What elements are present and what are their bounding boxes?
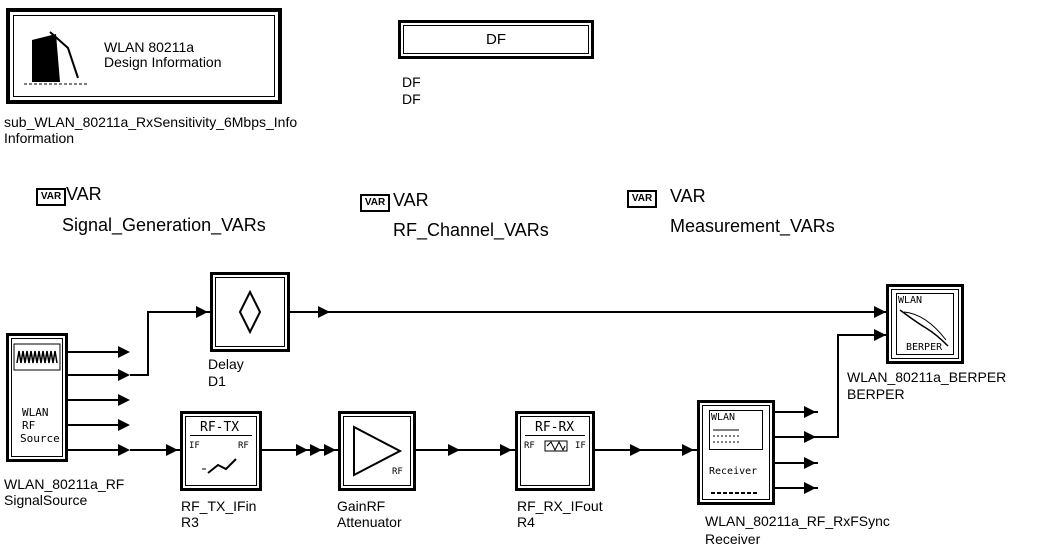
source-name: WLAN_80211a_RF: [4, 476, 125, 492]
info-block-name: sub_WLAN_80211a_RxSensitivity_6Mbps_Info: [4, 114, 298, 130]
source-instance: SignalSource: [4, 492, 88, 508]
waveform-icon: [13, 343, 61, 371]
var-rf-channel-label: VAR: [393, 190, 429, 210]
receiver-detail-icon: [713, 429, 739, 443]
df-name: DF: [402, 74, 421, 90]
receiver-footer-icon: [711, 492, 759, 494]
source-text-2: RF: [22, 419, 36, 432]
var-signal-generation-label: VAR: [66, 184, 102, 204]
berper-inner: WLAN BERPER: [891, 289, 959, 359]
rf-tx-header-line: [190, 435, 252, 436]
gain-inner: RF: [343, 416, 411, 486]
rf-rx-name: RF_RX_IFout: [517, 498, 603, 514]
info-graph-icon: [24, 31, 88, 85]
var-measurement-name: Measurement_VARs: [670, 216, 835, 236]
receiver-inner: WLAN Receiver: [702, 405, 770, 500]
info-title-line1: WLAN 80211a: [104, 39, 195, 55]
rf-tx-header: RF-TX: [200, 420, 240, 435]
rf-rx-header-line: [525, 435, 585, 436]
df-instance: DF: [402, 91, 421, 107]
info-block-instance: Information: [4, 130, 75, 146]
rf-rx-instance: R4: [517, 514, 535, 530]
receiver-name: WLAN_80211a_RF_RxFSync: [705, 513, 890, 529]
info-title-line2: Design Information: [104, 54, 222, 70]
berper-block[interactable]: WLAN BERPER: [886, 284, 964, 364]
rf-rx-block[interactable]: RF-RX RF IF: [515, 411, 595, 491]
upconverter-symbol-icon: [202, 458, 237, 474]
rf-rx-pin-out: IF: [575, 441, 586, 451]
rf-tx-instance: R3: [181, 514, 199, 530]
df-label: DF: [486, 31, 506, 48]
info-block-inner: WLAN 80211a Design Information: [13, 15, 275, 97]
gain-block[interactable]: RF: [338, 411, 416, 491]
receiver-header: WLAN: [711, 412, 736, 423]
info-block[interactable]: WLAN 80211a Design Information: [6, 8, 282, 104]
filter-symbol-icon: [544, 440, 568, 452]
rf-tx-pin-in: IF: [189, 441, 200, 451]
delay-diamond-icon: [238, 289, 262, 335]
rf-tx-name: RF_TX_IFin: [181, 498, 257, 514]
var-measurement-icon[interactable]: VAR: [627, 190, 657, 208]
df-controller-inner: DF: [403, 25, 589, 54]
signal-source-inner: WLAN RF Source: [11, 338, 63, 457]
rf-rx-inner: RF-RX RF IF: [520, 416, 590, 486]
signal-source-block[interactable]: WLAN RF Source: [6, 333, 68, 462]
receiver-block[interactable]: WLAN Receiver: [697, 400, 775, 505]
rf-tx-pin-out: RF: [238, 441, 249, 451]
delay-instance: D1: [208, 373, 226, 389]
var-rf-channel-icon[interactable]: VAR: [360, 194, 390, 212]
gain-pin: RF: [392, 467, 403, 477]
berper-instance: BERPER: [847, 386, 905, 402]
var-rf-channel-name: RF_Channel_VARs: [393, 220, 549, 240]
berper-header: WLAN: [898, 295, 923, 306]
berper-plot-frame: [896, 293, 954, 355]
receiver-detail-box: [709, 410, 763, 450]
receiver-instance: Receiver: [705, 531, 761, 547]
gain-instance: Attenuator: [337, 514, 402, 530]
rf-rx-pin-in: RF: [524, 441, 535, 451]
df-controller[interactable]: DF: [398, 20, 594, 59]
amplifier-triangle-icon: [353, 425, 403, 477]
var-signal-generation-icon[interactable]: VAR: [36, 188, 66, 206]
ber-curve-icon: [899, 309, 949, 347]
var-measurement-label: VAR: [670, 186, 706, 206]
delay-block[interactable]: [210, 272, 290, 352]
berper-name: WLAN_80211a_BERPER: [847, 369, 1007, 385]
var-signal-generation-name: Signal_Generation_VARs: [62, 215, 266, 235]
gain-name: GainRF: [337, 498, 386, 514]
delay-inner: [215, 277, 285, 347]
berper-footer: BERPER: [906, 342, 943, 353]
delay-name: Delay: [208, 356, 244, 372]
rf-tx-block[interactable]: RF-TX IF RF: [180, 411, 262, 491]
rf-rx-header: RF-RX: [535, 420, 575, 435]
receiver-label: Receiver: [709, 466, 758, 477]
rf-tx-inner: RF-TX IF RF: [185, 416, 257, 486]
source-text-1: WLAN: [22, 406, 49, 419]
source-text-3: Source: [20, 432, 60, 445]
